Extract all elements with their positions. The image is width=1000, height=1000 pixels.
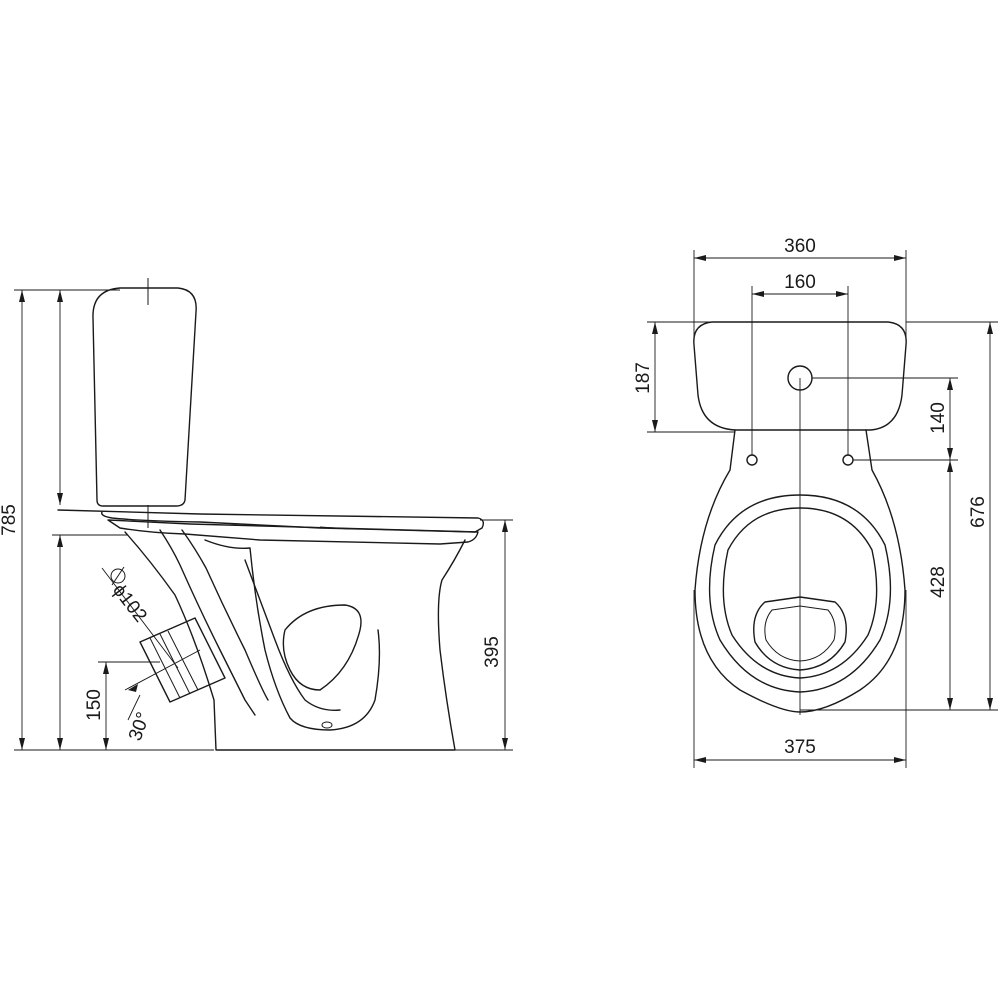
side-view: 785 150 ϕ102 30° 395: [0, 278, 513, 751]
pedestal: [124, 531, 466, 751]
bolt-hole-right: [842, 454, 854, 466]
dim-140-label: 140: [928, 402, 949, 434]
dim-angle-label: 30°: [125, 710, 155, 744]
dim-785-label: 785: [0, 504, 20, 536]
top-view: 360 160 187 140 428 676: [633, 236, 998, 768]
drain-hole: [321, 721, 333, 729]
dim-428-label: 428: [928, 566, 949, 598]
trap-opening: [282, 604, 362, 691]
bowl-well: [204, 539, 381, 731]
dim-395-label: 395: [482, 636, 503, 668]
seat-lid: [57, 509, 485, 533]
bowl-rim: [107, 519, 479, 545]
dim-360-label: 360: [784, 236, 816, 257]
trapway-channel: [159, 529, 256, 716]
dim-150-label: 150: [84, 689, 105, 721]
dim-160-label: 160: [784, 272, 816, 293]
dim-187-label: 187: [633, 362, 654, 394]
bolt-hole-left: [746, 454, 758, 466]
cistern-tank: [92, 287, 197, 507]
dim-676-label: 676: [968, 496, 989, 528]
dim-375-label: 375: [784, 737, 816, 758]
outlet-pipe: [139, 617, 226, 703]
dim-diameter-label: ϕ102: [108, 580, 151, 626]
